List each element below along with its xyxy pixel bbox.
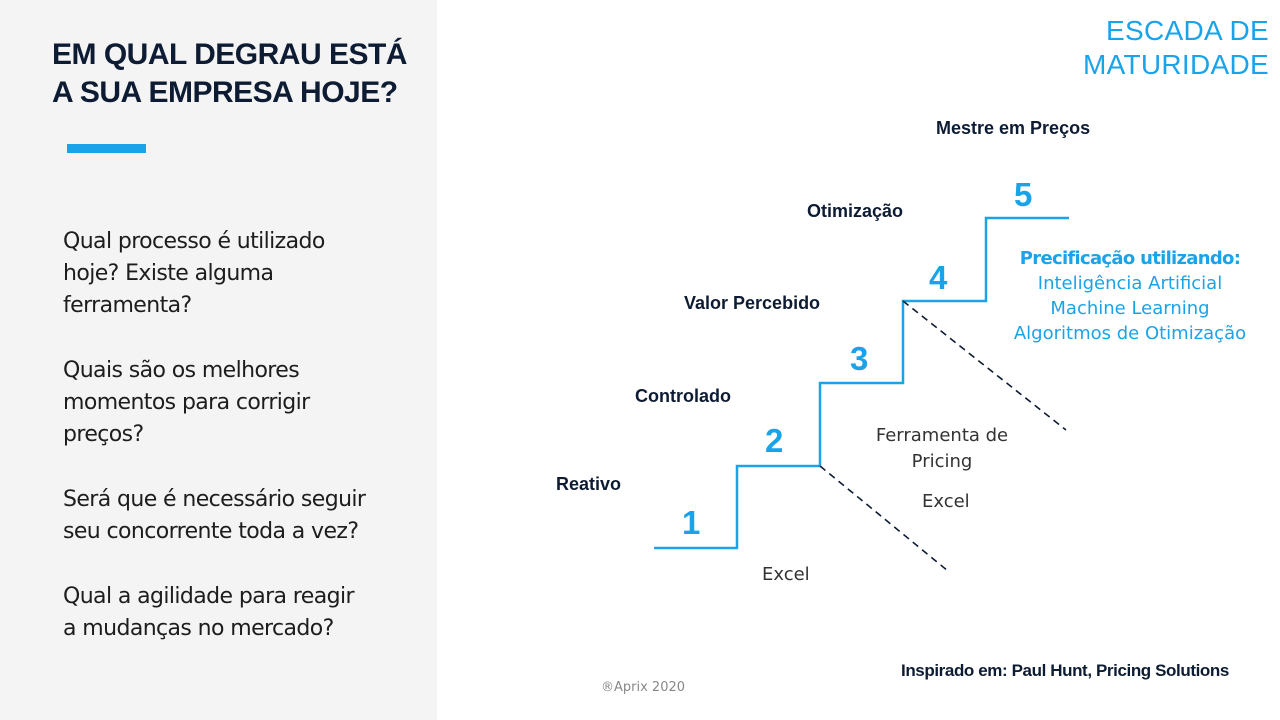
slide-heading-line: A SUA EMPRESA HOJE? xyxy=(52,76,398,109)
note-excel-mid: Excel xyxy=(922,491,970,512)
question-line: ferramenta? xyxy=(63,293,192,318)
level-label-mestre-em-precos: Mestre em Preços xyxy=(936,118,1091,138)
question-line: Qual processo é utilizado xyxy=(63,229,325,254)
slide-heading-line: EM QUAL DEGRAU ESTÁ xyxy=(52,38,407,71)
question-line: seu concorrente toda a vez? xyxy=(63,519,359,544)
question-list: Qual processo é utilizado hoje? Existe a… xyxy=(63,226,423,678)
step-number-3: 3 xyxy=(850,340,869,377)
question-item: Quais são os melhores momentos para corr… xyxy=(63,355,423,451)
question-line: hoje? Existe alguma xyxy=(63,261,274,286)
question-line: preços? xyxy=(63,422,144,447)
pricing-methods-heading: Precificação utilizando: xyxy=(1019,248,1241,269)
question-line: Quais são os melhores xyxy=(63,358,300,383)
question-line: a mudanças no mercado? xyxy=(63,616,334,641)
step-number-5: 5 xyxy=(1014,176,1033,213)
dashed-divider-upper xyxy=(902,300,1067,431)
slide-heading: EM QUAL DEGRAU ESTÁ A SUA EMPRESA HOJE? xyxy=(52,36,407,112)
diagram-title-line: ESCADA DE xyxy=(1106,15,1269,46)
question-item: Qual processo é utilizado hoje? Existe a… xyxy=(63,226,423,322)
pricing-method: Inteligência Artificial xyxy=(1037,273,1223,294)
note-pricing-tool-line: Ferramenta de xyxy=(875,425,1009,446)
dashed-divider-lower xyxy=(819,465,949,572)
footer-credit: Inspirado em: Paul Hunt, Pricing Solutio… xyxy=(901,661,1229,680)
level-label-otimizacao: Otimização xyxy=(807,201,904,221)
question-item: Será que é necessário seguir seu concorr… xyxy=(63,484,423,548)
pricing-methods: Precificação utilizando: Inteligência Ar… xyxy=(990,246,1270,346)
level-label-valor-percebido: Valor Percebido xyxy=(684,293,821,313)
accent-bar xyxy=(67,144,146,153)
question-line: Qual a agilidade para reagir xyxy=(63,584,355,609)
note-pricing-tool-line: Pricing xyxy=(911,451,973,472)
question-line: momentos para corrigir xyxy=(63,390,310,415)
diagram-title-line: MATURIDADE xyxy=(1082,49,1269,80)
question-line: Será que é necessário seguir xyxy=(63,487,366,512)
pricing-method: Machine Learning xyxy=(1050,298,1210,319)
copyright-text: ®Aprix 2020 xyxy=(601,680,686,695)
diagram-title: ESCADA DE MATURIDADE xyxy=(1083,14,1269,82)
pricing-method: Algoritmos de Otimização xyxy=(1013,323,1247,344)
staircase-line xyxy=(654,216,1069,550)
note-excel-low: Excel xyxy=(762,564,810,585)
level-label-controlado: Controlado xyxy=(635,386,731,406)
step-number-1: 1 xyxy=(682,504,701,541)
level-label-reativo: Reativo xyxy=(556,474,622,494)
question-item: Qual a agilidade para reagir a mudanças … xyxy=(63,581,423,645)
step-number-2: 2 xyxy=(765,422,784,459)
step-number-4: 4 xyxy=(929,259,948,296)
note-pricing-tool: Ferramenta de Pricing xyxy=(862,423,1022,475)
left-panel xyxy=(0,0,437,720)
